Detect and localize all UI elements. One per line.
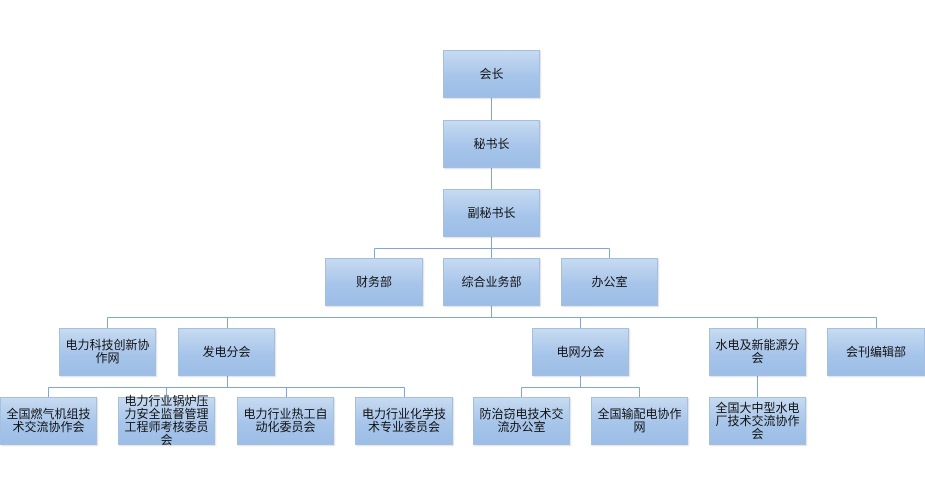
node-journal-editorial-dept: 会刊编辑部 <box>827 328 925 376</box>
connector-generation-committees <box>48 376 405 397</box>
connector-deputy-departments <box>374 237 610 258</box>
node-president: 会长 <box>443 50 540 98</box>
node-gas-turbine-tech-exchange: 全国燃气机组技术交流协作会 <box>0 397 97 445</box>
node-general-affairs-dept: 综合业务部 <box>443 258 540 306</box>
node-anti-theft-office: 防治窃电技术交流办公室 <box>473 397 570 445</box>
node-grid-branch: 电网分会 <box>532 328 629 376</box>
node-office: 办公室 <box>561 258 658 306</box>
connector-grid-subunits <box>521 376 640 397</box>
node-chemistry-tech-committee: 电力行业化学技术专业委员会 <box>355 397 453 445</box>
node-distribution-network: 全国输配电协作网 <box>591 397 688 445</box>
node-finance-dept: 财务部 <box>325 258 423 306</box>
node-secretary-general: 秘书长 <box>443 120 540 168</box>
node-power-tech-innovation-network: 电力科技创新协作网 <box>59 328 156 376</box>
node-hydropower-plant-exchange: 全国大中型水电厂技术交流协作会 <box>709 397 806 445</box>
connector-general-affairs-branches <box>107 306 877 328</box>
node-boiler-pressure-committee: 电力行业锅炉压力安全监督管理工程师考核委员会 <box>118 395 215 447</box>
node-hydro-new-energy-branch: 水电及新能源分会 <box>709 328 806 376</box>
node-generation-branch: 发电分会 <box>178 328 275 376</box>
node-deputy-secretary-general: 副秘书长 <box>443 189 540 237</box>
node-thermal-automation-committee: 电力行业热工自动化委员会 <box>237 397 334 445</box>
